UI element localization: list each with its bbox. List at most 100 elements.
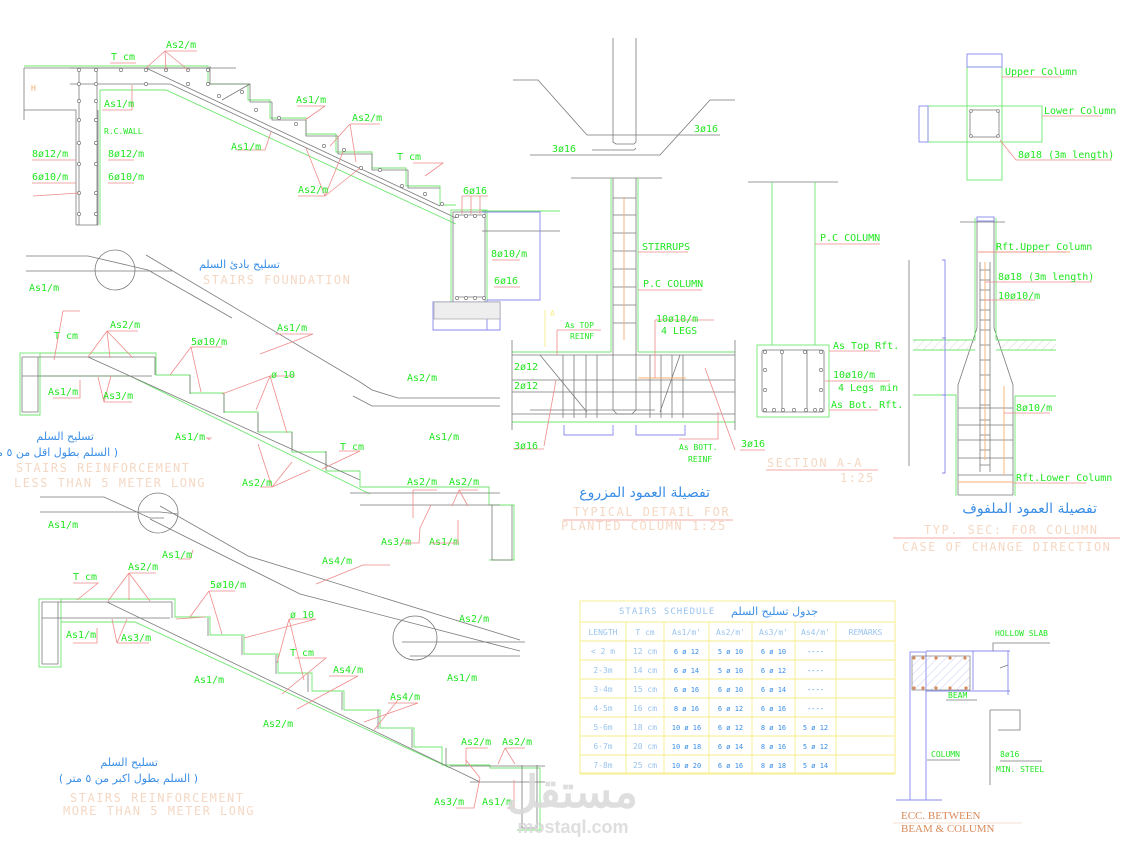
label-column: COLUMN bbox=[931, 750, 960, 759]
table-cell: 6 ø 10 bbox=[718, 686, 743, 694]
label-as2-mid: As2/m bbox=[352, 113, 382, 124]
title-arabic-planted-column: تفصيلة العمود المزروع bbox=[579, 485, 710, 501]
label-stirrups-spec: 10ø10/m bbox=[656, 314, 698, 325]
table-cell: 25 cm bbox=[633, 761, 657, 770]
label-wall-right-h: 6ø10/m bbox=[108, 172, 144, 183]
label-3-16-bottom-right: 3ø16 bbox=[741, 439, 765, 450]
label-3-16-right: 3ø16 bbox=[694, 124, 718, 135]
label-as-top: As TOP bbox=[565, 321, 594, 330]
title-typical-detail: TYPICAL DETAIL FOR bbox=[573, 505, 730, 519]
table-cell: ---- bbox=[807, 686, 824, 694]
label-as-bott-reinf: REINF bbox=[688, 455, 712, 464]
label-t-cm-mid: T cm bbox=[397, 152, 421, 163]
label-as2-landing: As2/m bbox=[110, 320, 140, 331]
label-t-cm: T cm bbox=[73, 572, 97, 583]
table-header-cell: As2/m' bbox=[716, 628, 745, 637]
label-as2-mid: As2/m bbox=[263, 719, 293, 730]
table-cell: 18 cm bbox=[633, 723, 657, 732]
table-cell: 6 ø 14 bbox=[674, 667, 699, 675]
watermark-latin: mostaql.com bbox=[517, 817, 628, 837]
table-cell: 8 ø 18 bbox=[761, 762, 786, 770]
label-as2-mid: As2/m bbox=[242, 478, 272, 489]
label-bars: 8ø18 (3m length) bbox=[998, 272, 1094, 283]
stairs-foundation-detail: As2/m T cm As1/m R.C.WALL 8ø12/m 8ø12/m … bbox=[23, 40, 560, 331]
stairs-less-than-5m-detail: As1/m As1/m As2/m As1/m T cm As2/m 5ø10/… bbox=[0, 249, 515, 561]
table-cell: 8 ø 16 bbox=[761, 743, 786, 751]
label-pc-column: P.C COLUMN bbox=[820, 233, 880, 244]
label-upper-column: Upper Column bbox=[1005, 67, 1077, 78]
label-as-top-reinf: REINF bbox=[570, 332, 594, 341]
section-mark: A bbox=[550, 309, 555, 318]
table-cell: 10 ø 18 bbox=[672, 743, 702, 751]
label-t-cm-mid: T cm bbox=[340, 442, 364, 453]
title-beam-column: BEAM & COLUMN bbox=[901, 823, 995, 835]
table-cell: 5 ø 12 bbox=[803, 743, 828, 751]
label-2-12-a: 2ø12 bbox=[514, 362, 538, 373]
table-cell: 8 ø 16 bbox=[761, 724, 786, 732]
label-beam-stirrups: 8ø10/m bbox=[491, 249, 527, 260]
label-as1-lower: As1/m bbox=[482, 797, 512, 808]
table-header-cell: REMARKS bbox=[849, 628, 883, 637]
label-wall-right-v: 8ø12/m bbox=[108, 149, 144, 160]
table-cell: 14 cm bbox=[633, 666, 657, 675]
table-cell: 6 ø 16 bbox=[674, 686, 699, 694]
title-scale: 1:25 bbox=[840, 471, 875, 485]
label-as1-flight: As1/m bbox=[194, 675, 224, 686]
table-cell: 5 ø 14 bbox=[803, 762, 828, 770]
table-cell: ---- bbox=[807, 648, 824, 656]
table-cell: 8 ø 16 bbox=[674, 705, 699, 713]
label-min-steel-bars: 8ø16 bbox=[1000, 750, 1019, 759]
label-rft-upper: Rft.Upper Column bbox=[996, 242, 1092, 253]
label-h: H bbox=[31, 84, 36, 93]
label-as1-landing: As1/m bbox=[48, 387, 78, 398]
title-stairs-reinforcement-more: STAIRS REINFORCEMENT bbox=[70, 791, 245, 805]
label-as-bot-rft: As Bot. Rft. bbox=[831, 400, 903, 411]
label-wall-left-h: 6ø10/m bbox=[32, 172, 68, 183]
label-as1-flight: As1/m bbox=[175, 432, 205, 443]
label-stirrups-lower: 8ø10/m bbox=[1016, 403, 1052, 414]
label-5-10: 5ø10/m bbox=[210, 580, 246, 591]
label-phi-10: ø 10 bbox=[271, 370, 295, 381]
label-legs: 4 LEGS bbox=[661, 326, 697, 337]
label-2-12-b: 2ø12 bbox=[514, 381, 538, 392]
label-beam-top: 6ø16 bbox=[463, 186, 487, 197]
table-header-cell: LENGTH bbox=[589, 628, 618, 637]
label-as1-upper-bottom: As1/m bbox=[447, 673, 477, 684]
table-cell: 2-3m bbox=[593, 666, 612, 675]
table-header-cell: As4/m' bbox=[801, 628, 830, 637]
label-pc-column: P.C COLUMN bbox=[643, 279, 703, 290]
label-lower-column: Lower Column bbox=[1044, 106, 1116, 117]
table-cell: 6 ø 16 bbox=[718, 762, 743, 770]
ecc-beam-column-detail: HOLLOW SLAB BEAM COLUMN 8ø16 MIN. STEEL … bbox=[893, 629, 1050, 835]
table-header-cell: T cm bbox=[635, 628, 654, 637]
schedule-title-arabic: جدول تسليح السلم bbox=[731, 605, 818, 618]
table-cell: 6 ø 12 bbox=[761, 667, 786, 675]
label-as2-lower-a: As2/m bbox=[461, 737, 491, 748]
table-cell: 5 ø 10 bbox=[718, 667, 743, 675]
title-stairs-foundation: STAIRS FOUNDATION bbox=[203, 273, 351, 287]
label-t-cm-mid: T cm bbox=[290, 648, 314, 659]
table-cell: ---- bbox=[807, 667, 824, 675]
table-header-cell: As3/m' bbox=[759, 628, 788, 637]
label-as2-lower-b: As2/m bbox=[449, 477, 479, 488]
column-plan-detail: Upper Column Lower Column 8ø18 (3m lengt… bbox=[918, 53, 1116, 181]
label-stirrups: 10ø10/m bbox=[833, 370, 875, 381]
title-planted-column: PLANTED COLUMN 1:25 bbox=[561, 519, 727, 533]
label-as1-mid: As1/m bbox=[296, 95, 326, 106]
label-as2: As2/m bbox=[166, 40, 196, 51]
label-legs: 4 Legs min bbox=[838, 383, 898, 394]
label-wall-left-v: 8ø12/m bbox=[32, 149, 68, 160]
title-arabic-change-direction: تفصيلة العمود الملفوف bbox=[962, 501, 1097, 517]
title-ecc-between: ECC. BETWEEN bbox=[901, 810, 980, 822]
label-as1: As1/m bbox=[104, 99, 134, 110]
label-5-10: 5ø10/m bbox=[191, 337, 227, 348]
title-more-than-5m: MORE THAN 5 METER LONG bbox=[63, 804, 255, 818]
label-as1-flight: As1/m bbox=[231, 142, 261, 153]
subtitle-arabic-less-5m: ( السلم بطول اقل من ٥ متر ) bbox=[0, 446, 118, 459]
label-rft-lower: Rft.Lower Column bbox=[1016, 473, 1112, 484]
label-stirrups: STIRRUPS bbox=[642, 242, 690, 253]
table-cell: 16 cm bbox=[633, 704, 657, 713]
